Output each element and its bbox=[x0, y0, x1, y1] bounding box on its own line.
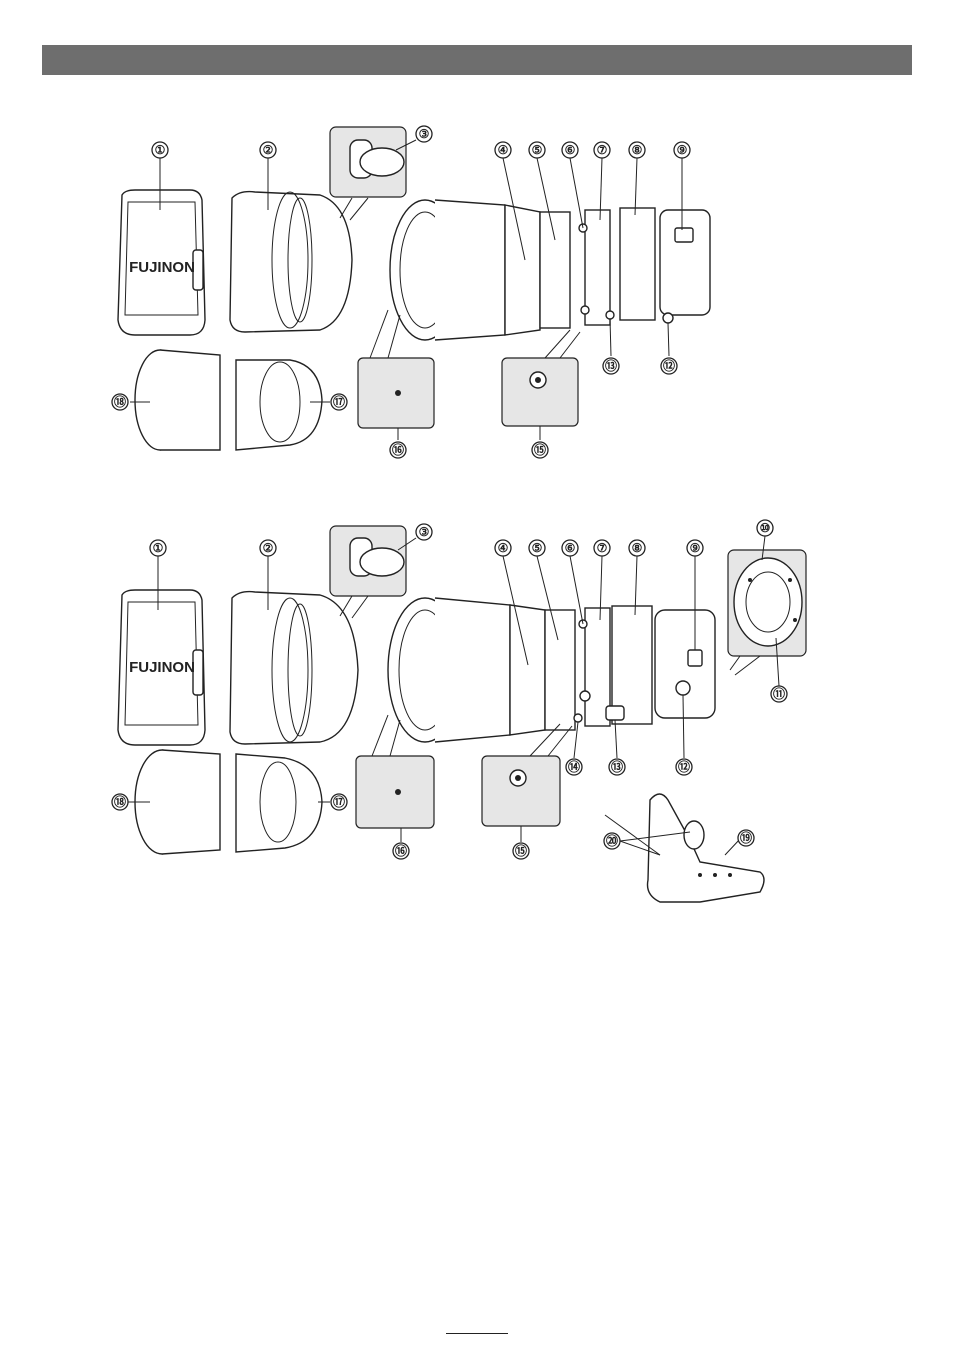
index-mark-inset bbox=[357, 309, 435, 429]
svg-text:⑨: ⑨ bbox=[690, 541, 701, 555]
svg-text:②: ② bbox=[263, 143, 274, 157]
callout-10: ⑩ bbox=[756, 519, 774, 537]
front-cap-side bbox=[134, 349, 221, 451]
svg-text:④: ④ bbox=[498, 541, 509, 555]
tripod-socket-inset bbox=[481, 723, 573, 827]
callout-11: ⑪ bbox=[770, 685, 788, 703]
svg-text:⑰: ⑰ bbox=[333, 794, 345, 809]
tripod-foot bbox=[646, 793, 765, 903]
front-lens-cap-face: FUJINON bbox=[117, 189, 206, 336]
svg-text:①: ① bbox=[153, 541, 164, 555]
svg-text:⑲: ⑲ bbox=[740, 830, 752, 845]
callout-6: ⑥ bbox=[561, 141, 579, 159]
lens-barrel bbox=[389, 199, 711, 341]
svg-text:③: ③ bbox=[419, 127, 430, 141]
callout-20: ⑳ bbox=[603, 832, 621, 850]
svg-text:⑮: ⑮ bbox=[515, 843, 527, 858]
svg-text:⑭: ⑭ bbox=[568, 759, 580, 774]
callout-13: ⑬ bbox=[608, 758, 626, 776]
svg-text:⑳: ⑳ bbox=[606, 833, 618, 848]
svg-text:⑥: ⑥ bbox=[565, 541, 576, 555]
svg-text:⑮: ⑮ bbox=[534, 442, 546, 457]
tripod-socket-inset bbox=[501, 329, 581, 427]
lens-hood bbox=[229, 190, 353, 333]
callout-5: ⑤ bbox=[528, 539, 546, 557]
callout-16: ⑯ bbox=[389, 441, 407, 459]
callout-17: ⑰ bbox=[330, 393, 348, 411]
svg-text:④: ④ bbox=[498, 143, 509, 157]
lens-diagram-top: FUJINON bbox=[111, 125, 711, 459]
svg-text:⑬: ⑬ bbox=[611, 759, 623, 774]
callout-1: ① bbox=[151, 141, 169, 159]
callout-16: ⑯ bbox=[392, 842, 410, 860]
svg-text:⑧: ⑧ bbox=[632, 541, 643, 555]
callout-18: ⑱ bbox=[111, 793, 129, 811]
callout-4: ④ bbox=[494, 141, 512, 159]
callout-9: ⑨ bbox=[686, 539, 704, 557]
callout-14: ⑭ bbox=[565, 758, 583, 776]
cap-brand-text: FUJINON bbox=[129, 659, 195, 676]
callout-8: ⑧ bbox=[628, 141, 646, 159]
callout-15: ⑮ bbox=[531, 441, 549, 459]
callout-6: ⑥ bbox=[561, 539, 579, 557]
svg-text:⑤: ⑤ bbox=[532, 541, 543, 555]
callout-4: ④ bbox=[494, 539, 512, 557]
callout-17: ⑰ bbox=[330, 793, 348, 811]
callout-7: ⑦ bbox=[593, 539, 611, 557]
callout-19: ⑲ bbox=[737, 829, 755, 847]
lens-barrel bbox=[387, 597, 716, 743]
rear-cap-side bbox=[235, 753, 323, 853]
svg-text:⑨: ⑨ bbox=[677, 143, 688, 157]
svg-text:⑦: ⑦ bbox=[597, 143, 608, 157]
svg-text:⑫: ⑫ bbox=[663, 358, 675, 373]
svg-text:⑫: ⑫ bbox=[678, 759, 690, 774]
hood-lock-inset bbox=[329, 525, 407, 619]
callout-12: ⑫ bbox=[675, 758, 693, 776]
svg-text:⑩: ⑩ bbox=[760, 521, 771, 535]
page-number-rule bbox=[446, 1333, 508, 1334]
svg-text:①: ① bbox=[155, 143, 166, 157]
hood-lock-inset bbox=[329, 126, 407, 221]
section-header-bar bbox=[42, 45, 912, 75]
rear-cap-side bbox=[235, 359, 323, 451]
index-mark-inset bbox=[355, 714, 435, 829]
svg-text:②: ② bbox=[263, 541, 274, 555]
lens-mount-inset bbox=[727, 549, 807, 676]
callout-3: ③ bbox=[415, 523, 433, 541]
callout-2: ② bbox=[259, 141, 277, 159]
svg-text:⑧: ⑧ bbox=[632, 143, 643, 157]
svg-text:⑬: ⑬ bbox=[605, 358, 617, 373]
callout-15: ⑮ bbox=[512, 842, 530, 860]
callout-1: ① bbox=[149, 539, 167, 557]
callout-13: ⑬ bbox=[602, 357, 620, 375]
callout-2: ② bbox=[259, 539, 277, 557]
svg-text:⑰: ⑰ bbox=[333, 394, 345, 409]
callout-12: ⑫ bbox=[660, 357, 678, 375]
lens-hood bbox=[229, 590, 359, 745]
svg-text:⑯: ⑯ bbox=[392, 442, 404, 457]
cap-brand-text: FUJINON bbox=[129, 259, 195, 276]
svg-text:⑥: ⑥ bbox=[565, 143, 576, 157]
callout-7: ⑦ bbox=[593, 141, 611, 159]
callout-18: ⑱ bbox=[111, 393, 129, 411]
svg-text:⑱: ⑱ bbox=[114, 394, 126, 409]
svg-text:⑯: ⑯ bbox=[395, 843, 407, 858]
svg-text:③: ③ bbox=[419, 525, 430, 539]
callout-9: ⑨ bbox=[673, 141, 691, 159]
callout-5: ⑤ bbox=[528, 141, 546, 159]
svg-text:⑱: ⑱ bbox=[114, 794, 126, 809]
callout-8: ⑧ bbox=[628, 539, 646, 557]
lens-diagram-bottom: FUJINON bbox=[111, 519, 807, 903]
callout-3: ③ bbox=[415, 125, 433, 143]
svg-text:⑪: ⑪ bbox=[773, 686, 785, 701]
front-cap-side bbox=[134, 749, 221, 855]
front-lens-cap-face: FUJINON bbox=[117, 589, 206, 746]
svg-text:⑤: ⑤ bbox=[532, 143, 543, 157]
svg-text:⑦: ⑦ bbox=[597, 541, 608, 555]
